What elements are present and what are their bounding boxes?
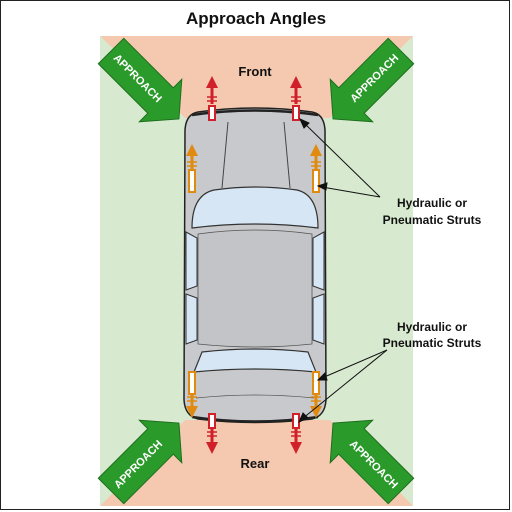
side-window-rear-right	[312, 293, 325, 345]
side-window-front-left	[185, 231, 198, 291]
rear-label: Rear	[241, 456, 270, 471]
rear-right-red-strut	[290, 413, 302, 454]
roof	[197, 229, 313, 348]
diagram-title: Approach Angles	[185, 9, 327, 28]
strut-callout-rear-line1: Hydraulic or	[397, 320, 467, 334]
strut-callout-front-line2: Pneumatic Struts	[383, 213, 482, 227]
rear-window	[193, 348, 317, 373]
rear-right-orange-strut	[310, 371, 322, 418]
front-callout-leaders	[299, 118, 381, 198]
windshield	[191, 186, 319, 229]
hood-line-right	[283, 121, 291, 189]
front-left-red-strut	[206, 76, 218, 121]
side-window-rear-left	[185, 293, 198, 345]
hood-line-left	[221, 121, 229, 189]
rear-callout-leaders	[298, 349, 388, 423]
rear-left-orange-strut	[186, 371, 198, 418]
side-window-front-right	[312, 231, 325, 291]
front-bumper	[191, 109, 319, 117]
strut-callout-front-line1: Hydraulic or	[397, 196, 467, 210]
rear-left-red-strut	[206, 413, 218, 454]
trunk-line	[195, 394, 315, 399]
front-left-orange-strut	[186, 144, 198, 193]
car-top-view	[183, 107, 327, 424]
front-right-red-strut	[290, 76, 302, 121]
strut-callout-rear-line2: Pneumatic Struts	[383, 336, 482, 350]
front-right-orange-strut	[310, 144, 322, 193]
front-label: Front	[238, 64, 272, 79]
